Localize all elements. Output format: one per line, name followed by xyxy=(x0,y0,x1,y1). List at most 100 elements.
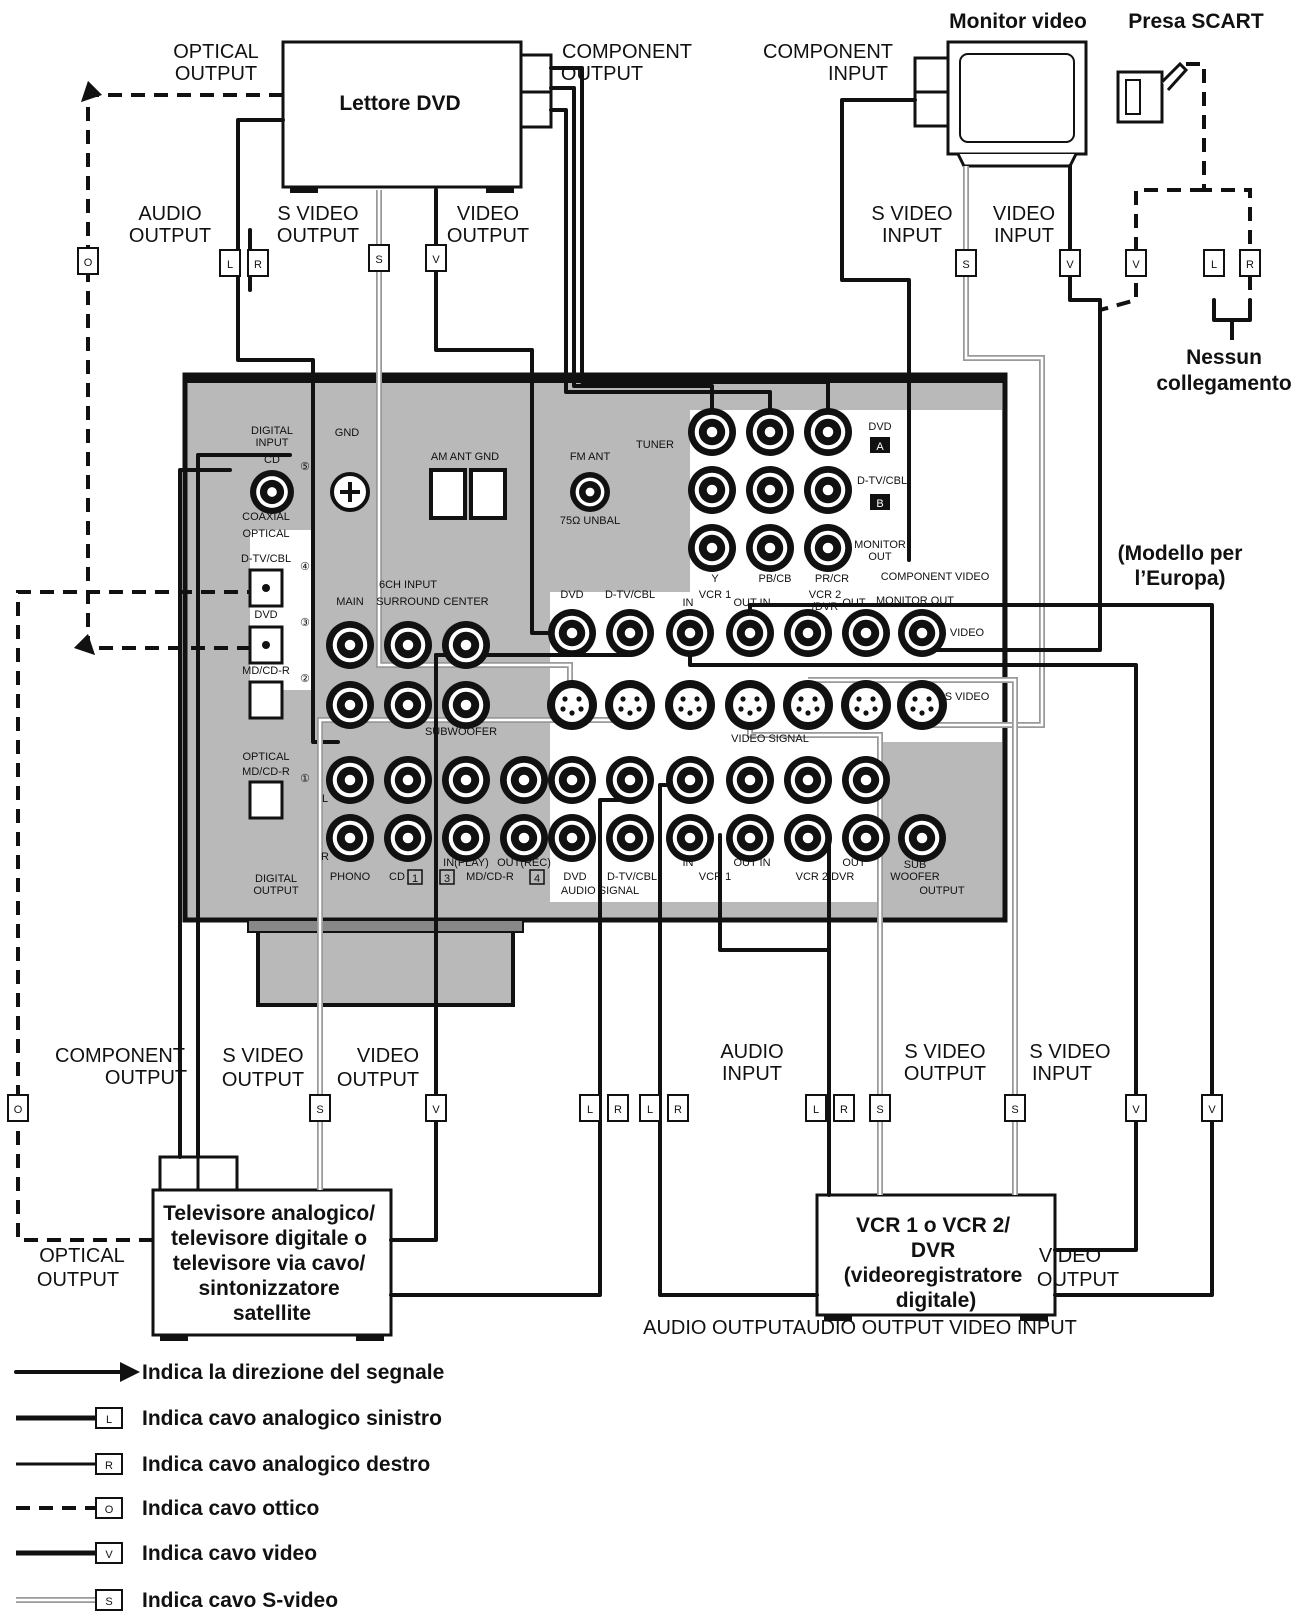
circled-2: ② xyxy=(300,673,310,685)
svg-text:L: L xyxy=(813,1104,819,1116)
center-label: CENTER xyxy=(443,596,488,608)
plug-vcr-in-l: L xyxy=(805,1094,827,1122)
component-monitor-out-jack-2 xyxy=(804,524,852,572)
audio-jack-l-5 xyxy=(606,756,654,804)
6ch-jack-top-1 xyxy=(384,621,432,669)
svg-text:S: S xyxy=(105,1596,112,1608)
num3-label: 3 xyxy=(444,873,450,885)
audio-jack-r-9 xyxy=(842,814,890,862)
legend-left-analog: L Indica cavo analogico sinistro xyxy=(16,1407,442,1430)
svg-text:V: V xyxy=(1132,259,1140,271)
out-label: OUT xyxy=(842,597,866,609)
svg-text:R: R xyxy=(614,1104,622,1116)
legend-signal-direction: Indica la direzione del segnale xyxy=(14,1361,444,1384)
s-video-row-label: S VIDEO xyxy=(945,691,990,703)
plug-monitor-video: V xyxy=(1059,249,1081,277)
svg-text:V: V xyxy=(1208,1104,1216,1116)
6ch-input-label: 6CH INPUT xyxy=(379,579,437,591)
dtv-label: D-TV/CBL xyxy=(241,553,291,565)
audio-jack-l-9 xyxy=(842,756,890,804)
audio-jack-l-6 xyxy=(666,756,714,804)
num1-label: 1 xyxy=(412,873,418,885)
cd-audio-label: CD xyxy=(389,871,405,883)
comp-dvd-label: DVD xyxy=(868,421,891,433)
audio-jack-r-8 xyxy=(784,814,832,862)
audio-jack-r-3 xyxy=(500,814,548,862)
tuner-label: TUNER xyxy=(636,439,674,451)
6ch-jack-top-0 xyxy=(326,621,374,669)
svg-text:V: V xyxy=(432,1104,440,1116)
plug-vcr-svideo-in: S xyxy=(1004,1094,1026,1122)
in-play-label: IN(PLAY) xyxy=(443,857,489,869)
audio-jack-r-6 xyxy=(666,814,714,862)
svg-text:R: R xyxy=(105,1460,113,1472)
audio-jack-r-5 xyxy=(606,814,654,862)
component-video-label: COMPONENT VIDEO xyxy=(881,571,990,583)
s-video-jack-0 xyxy=(547,680,597,730)
coaxial-label: COAXIAL xyxy=(242,511,290,523)
6ch-jack-bottom-0 xyxy=(326,681,374,729)
audio-jack-r-1 xyxy=(384,814,432,862)
audio-jack-l-1 xyxy=(384,756,432,804)
audio-vcr1-label: VCR 1 xyxy=(699,871,731,883)
component-jack-b-1 xyxy=(746,466,794,514)
out-in-label: OUT IN xyxy=(733,597,770,609)
fm-antenna-jack xyxy=(570,472,610,512)
audio-jack-r-0 xyxy=(326,814,374,862)
y-label: Y xyxy=(711,573,719,585)
svg-text:Indica cavo video: Indica cavo video xyxy=(142,1542,317,1565)
svg-text:O: O xyxy=(84,257,93,269)
svg-text:O: O xyxy=(105,1504,114,1516)
audio-dtv-label: D-TV/CBL xyxy=(607,871,657,883)
component-jack-b-0 xyxy=(688,466,736,514)
audio-l-label: L xyxy=(322,793,328,805)
component-jack-a-1 xyxy=(746,408,794,456)
video-monitor: Monitor video xyxy=(913,10,1088,168)
6ch-jack-top-2 xyxy=(442,621,490,669)
video-jack-1 xyxy=(606,609,654,657)
md-cd-r2-label: MD/CD-R xyxy=(242,766,290,778)
svg-text:R: R xyxy=(1246,259,1254,271)
video-signal-label: VIDEO SIGNAL xyxy=(731,733,809,745)
cd-label: CD xyxy=(264,454,280,466)
audio-jack-r-4 xyxy=(548,814,596,862)
subwoofer-output-jack xyxy=(898,814,946,862)
plug-dvd-audio-l: L xyxy=(219,249,241,277)
component-monitor-out-jack-0 xyxy=(688,524,736,572)
s-video-jack-4 xyxy=(783,680,833,730)
s-video-jack-3 xyxy=(725,680,775,730)
svg-text:R: R xyxy=(674,1104,682,1116)
video-jack-6 xyxy=(898,609,946,657)
audio-vcr2-label: VCR 2/DVR xyxy=(796,871,855,883)
pb-label: PB/CB xyxy=(758,573,791,585)
circled-3: ③ xyxy=(300,617,310,629)
audio-jack-l-3 xyxy=(500,756,548,804)
video-jack-2 xyxy=(666,609,714,657)
video-jack-0 xyxy=(548,609,596,657)
in-label: IN xyxy=(683,597,694,609)
svg-text:Indica cavo ottico: Indica cavo ottico xyxy=(142,1497,319,1520)
vcr-dvr-box: VCR 1 o VCR 2/ DVR (videoregistratore di… xyxy=(815,1193,1057,1321)
video-dvd-label: DVD xyxy=(560,589,583,601)
plug-dvd-svideo: S xyxy=(368,244,390,272)
component-jack-a-2 xyxy=(804,408,852,456)
plug-vcr-in-r: R xyxy=(833,1094,855,1122)
circled-1: ① xyxy=(300,773,310,785)
audio-dvd-label: DVD xyxy=(563,871,586,883)
circled-4: ④ xyxy=(300,561,310,573)
svg-text:S: S xyxy=(962,259,969,271)
tv-tuner-box: Televisore analogico/ televisore digital… xyxy=(151,1155,393,1341)
component-jack-a-0 xyxy=(688,408,736,456)
plug-monitor-svideo: S xyxy=(955,249,977,277)
